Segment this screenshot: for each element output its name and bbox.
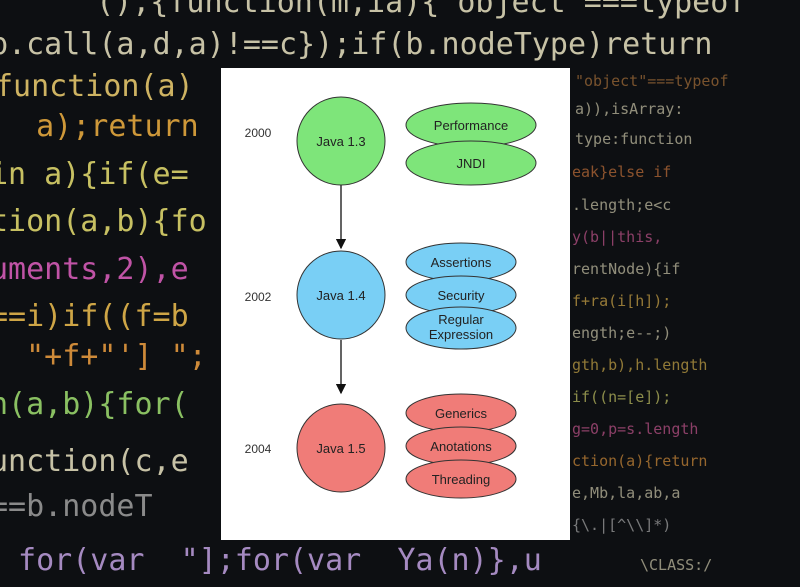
feature-label: JNDI (457, 156, 486, 171)
code-line: f+ra(i[h]); (572, 292, 672, 310)
feature-label: Threading (432, 472, 491, 487)
code-line: gth,b),h.length (572, 356, 708, 374)
version-java-1-5: Java 1.5 Generics Anotations Threading (296, 393, 517, 499)
code-line: "object"===typeof (575, 72, 729, 90)
code-line: "+f+"'] "; (0, 339, 207, 374)
year-label: 2002 (245, 290, 272, 304)
code-line: function(a) (0, 69, 212, 104)
code-line: uments,2),e (0, 252, 189, 287)
code-line: ==i)if((f=b (0, 299, 189, 334)
version-label: Java 1.5 (316, 441, 365, 456)
feature-label: Generics (435, 406, 488, 421)
code-line: .length;e<c (572, 196, 672, 214)
code-line: n(a,b){for( (0, 387, 189, 422)
code-line: (),{function(m,ia){"object"===typeof (60, 0, 747, 20)
code-line: if((n=[e]); (572, 388, 672, 406)
code-line: type:function (575, 130, 693, 148)
code-line: g=0,p=s.length (572, 420, 699, 438)
feature-label: Assertions (431, 255, 492, 270)
version-java-1-3: Java 1.3 Performance JNDI (296, 96, 537, 186)
code-line: e,Mb,la,ab,a (572, 484, 681, 502)
code-line: y(b||this, (572, 228, 663, 246)
code-line: ength;e--;) (572, 324, 672, 342)
java-timeline-diagram: 2000 2002 2004 Java 1.3 Performance JNDI… (221, 68, 570, 540)
year-label: 2004 (245, 442, 272, 456)
version-label: Java 1.4 (316, 288, 365, 303)
code-line: for(var "];for(var Ya(n)},u (0, 543, 542, 578)
code-line: rentNode){if (572, 260, 681, 278)
code-line: \CLASS:/ (640, 556, 713, 574)
feature-label: Security (438, 288, 485, 303)
code-line: eak}else if (572, 163, 672, 181)
code-line: unction(c,e (0, 444, 189, 479)
version-label: Java 1.3 (316, 134, 365, 149)
code-line: a)),isArray: (575, 100, 684, 118)
feature-label: Performance (434, 118, 508, 133)
code-line: tion(a,b){fo (0, 204, 207, 239)
code-line: b.call(a,d,a)!==c});if(b.nodeType)return (0, 27, 713, 62)
feature-label: Anotations (430, 439, 492, 454)
code-line: ction(a){return (572, 452, 708, 470)
code-line: in a){if(e= (0, 157, 189, 192)
code-line: a);return (0, 109, 217, 144)
code-line: ==b.nodeT (0, 489, 153, 524)
year-label: 2000 (245, 126, 272, 140)
code-line: {\.|[^\\]*) (572, 516, 672, 534)
